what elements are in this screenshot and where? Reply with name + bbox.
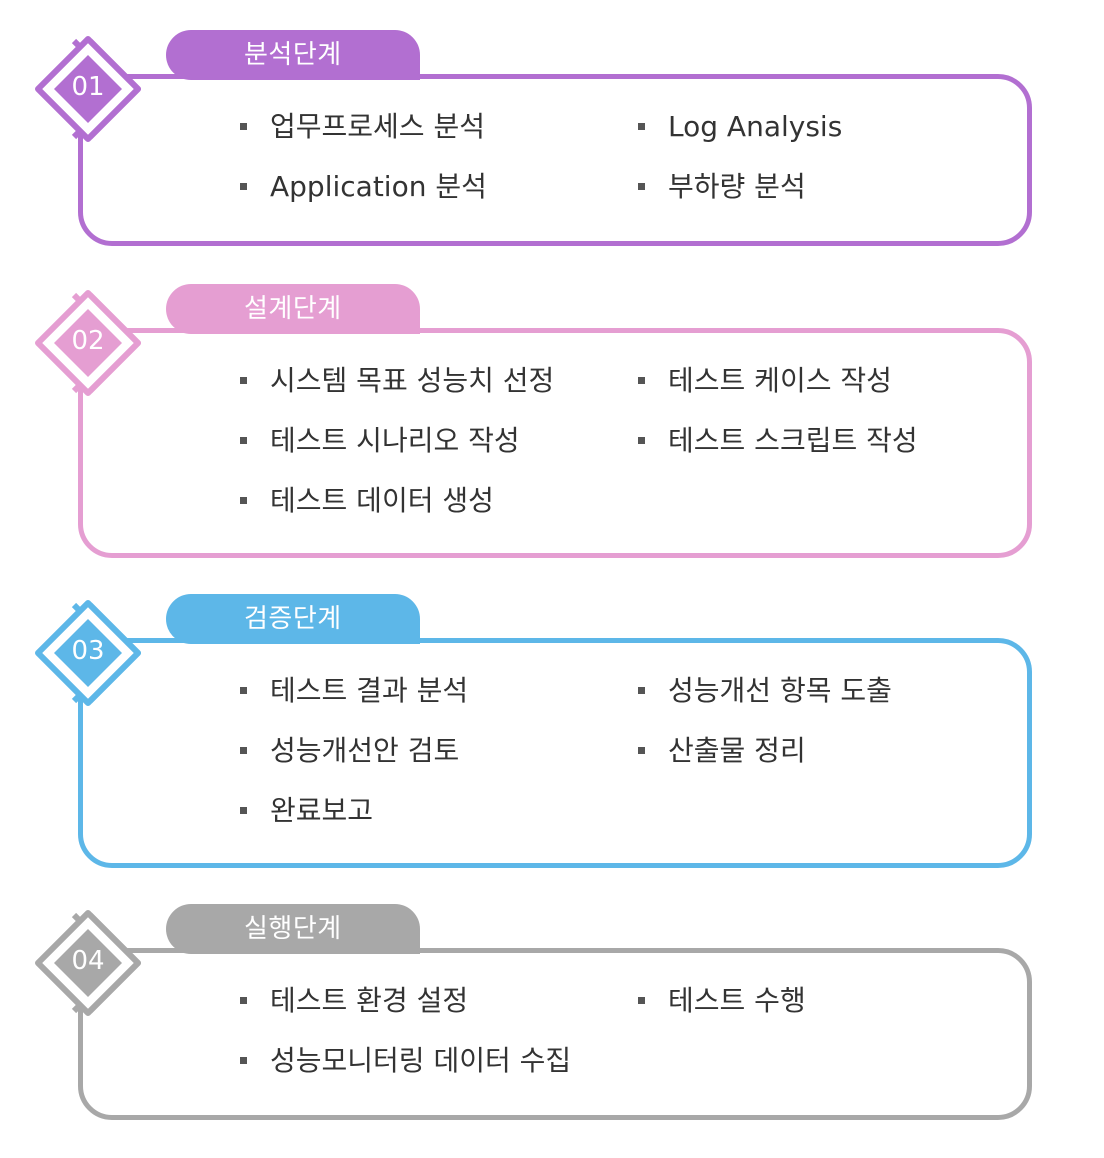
bullet-icon — [240, 807, 247, 814]
list-item: 테스트 환경 설정 — [240, 981, 468, 1021]
stage-box — [78, 638, 1032, 868]
stage-number-badge: 02 — [28, 289, 152, 397]
list-item: 테스트 결과 분석 — [240, 671, 468, 711]
bullet-icon — [638, 747, 645, 754]
list-item: 테스트 시나리오 작성 — [240, 421, 520, 461]
stage-analysis: 분석단계 01 업무프로세스 분석 Log Analysis Applicati… — [0, 30, 1104, 250]
bullet-icon — [638, 687, 645, 694]
bullet-icon — [240, 997, 247, 1004]
bullet-icon — [240, 437, 247, 444]
stage-title: 설계단계 — [166, 284, 420, 334]
diamond-badge-icon — [35, 910, 141, 1016]
stage-number: 03 — [71, 636, 105, 666]
bullet-icon — [638, 183, 645, 190]
list-item: 성능개선안 검토 — [240, 731, 459, 771]
stage-verification: 검증단계 03 테스트 결과 분석 성능개선 항목 도출 성능개선안 검토 산출… — [0, 594, 1104, 874]
diamond-badge-icon — [35, 36, 141, 142]
list-item: 테스트 데이터 생성 — [240, 481, 494, 521]
stage-number: 04 — [71, 946, 105, 976]
bullet-icon — [240, 123, 247, 130]
list-item: 완료보고 — [240, 791, 373, 831]
list-item: 산출물 정리 — [638, 731, 806, 771]
bullet-icon — [638, 123, 645, 130]
bullet-icon — [240, 687, 247, 694]
list-item: 테스트 케이스 작성 — [638, 361, 892, 401]
list-item: 부하량 분석 — [638, 167, 806, 207]
stage-box — [78, 74, 1032, 246]
stage-title: 분석단계 — [166, 30, 420, 80]
stage-box — [78, 328, 1032, 558]
list-item: 시스템 목표 성능치 선정 — [240, 361, 554, 401]
stage-design: 설계단계 02 시스템 목표 성능치 선정 테스트 케이스 작성 테스트 시나리… — [0, 284, 1104, 564]
bullet-icon — [240, 497, 247, 504]
list-item: 업무프로세스 분석 — [240, 107, 485, 147]
bullet-icon — [638, 377, 645, 384]
diamond-badge-icon — [35, 600, 141, 706]
list-item: 테스트 스크립트 작성 — [638, 421, 918, 461]
stage-execution: 실행단계 04 테스트 환경 설정 테스트 수행 성능모니터링 데이터 수집 — [0, 904, 1104, 1126]
bullet-icon — [240, 377, 247, 384]
stage-box — [78, 948, 1032, 1120]
bullet-icon — [240, 1057, 247, 1064]
stage-number: 02 — [71, 326, 105, 356]
list-item: 테스트 수행 — [638, 981, 806, 1021]
bullet-icon — [240, 183, 247, 190]
list-item: 성능모니터링 데이터 수집 — [240, 1041, 571, 1081]
list-item: Log Analysis — [638, 107, 842, 147]
stage-number-badge: 03 — [28, 599, 152, 707]
bullet-icon — [638, 997, 645, 1004]
list-item: Application 분석 — [240, 167, 487, 207]
stage-title: 검증단계 — [166, 594, 420, 644]
stage-number: 01 — [71, 72, 105, 102]
diamond-badge-icon — [35, 290, 141, 396]
stage-number-badge: 04 — [28, 909, 152, 1017]
bullet-icon — [638, 437, 645, 444]
stage-number-badge: 01 — [28, 35, 152, 143]
bullet-icon — [240, 747, 247, 754]
list-item: 성능개선 항목 도출 — [638, 671, 892, 711]
stage-title: 실행단계 — [166, 904, 420, 954]
